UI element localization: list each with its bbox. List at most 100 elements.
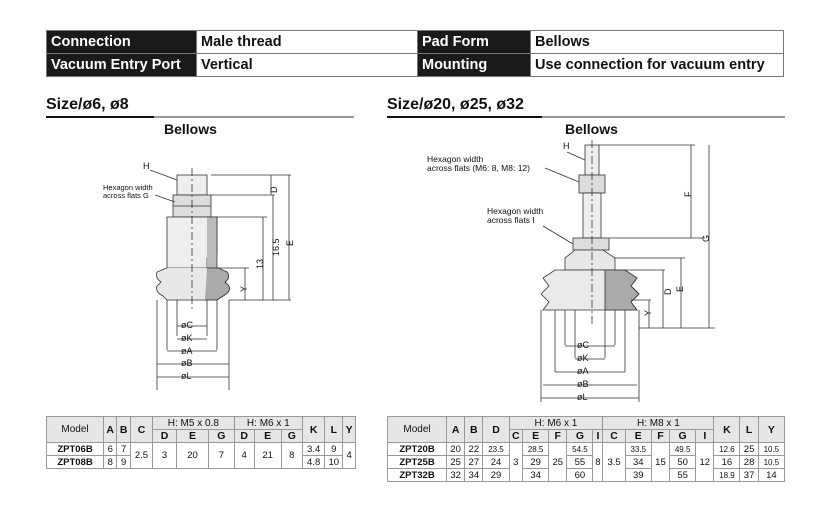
lt-cell: 4.8 (302, 455, 326, 469)
lt-sub: E (253, 429, 282, 443)
table-row: ZPT08B 8 9 4.8 10 (46, 455, 356, 469)
left-title-rule (46, 116, 354, 118)
rt-cell: 15 (650, 442, 671, 482)
lt-h-H2: H: M6 x 1 (233, 416, 304, 430)
lt-sub: G (208, 429, 235, 443)
rt-sub: F (650, 429, 671, 443)
left-callout-hex1: Hexagon width (103, 183, 153, 192)
rt-cell: 22 (464, 442, 484, 456)
left-callout-L: øL (181, 371, 192, 381)
right-callout-E: E (675, 286, 685, 292)
rt-sub: G (566, 429, 594, 443)
lt-model: ZPT08B (46, 455, 104, 469)
rt-cell: 8 (592, 442, 604, 482)
rt-cell: 27 (464, 455, 484, 469)
spec-table: Connection Male thread Pad Form Bellows … (46, 30, 784, 77)
connection-label: Connection (46, 30, 197, 54)
mounting-value: Use connection for vacuum entry (530, 53, 784, 77)
rt-cell: 12 (695, 442, 715, 482)
rt-sub: E (522, 429, 550, 443)
left-dimension-table: Model A B C H: M5 x 0.8 H: M6 x 1 K L Y … (46, 416, 356, 469)
rt-model: ZPT32B (387, 468, 447, 482)
rt-cell: 25 (739, 442, 759, 456)
left-callout-165: 16.5 (271, 238, 281, 256)
rt-sub: C (508, 429, 524, 443)
right-callout-hexB1: Hexagon width (487, 206, 544, 216)
lt-h-C: C (129, 416, 154, 443)
rt-cell: 20 (445, 442, 466, 456)
right-title-rule (387, 116, 785, 118)
port-value: Vertical (196, 53, 418, 77)
rt-cell: 34 (464, 468, 484, 482)
rt-sub: G (669, 429, 697, 443)
rt-cell: 54.5 (566, 442, 594, 456)
rt-cell: 28.5 (522, 442, 550, 456)
rt-cell: 50 (669, 455, 697, 469)
rt-cell: 29 (522, 455, 550, 469)
left-callout-C: øC (181, 320, 193, 330)
left-callout-D: D (269, 186, 279, 193)
left-size-title: Size/ø6, ø8 (46, 96, 129, 113)
lt-cell: 10 (324, 455, 344, 469)
rt-sub: E (624, 429, 652, 443)
rt-sub: I (695, 429, 715, 443)
padform-label: Pad Form (417, 30, 531, 54)
rt-cell: 39 (624, 468, 652, 482)
right-callout-D: D (663, 288, 673, 295)
rt-cell: 3.5 (602, 442, 626, 482)
left-bellows-title: Bellows (164, 121, 217, 137)
lt-sub: G (280, 429, 304, 443)
right-callout-A: øA (577, 366, 589, 376)
rt-cell: 3 (508, 442, 524, 482)
rt-sub: F (548, 429, 568, 443)
rt-h-A: A (445, 416, 466, 443)
rt-h-D: D (482, 416, 510, 443)
rt-cell: 29 (482, 468, 510, 482)
left-callout-B: øB (181, 358, 193, 368)
lt-cell: 3 (152, 442, 177, 469)
lt-cell: 2.5 (129, 442, 154, 469)
rt-h-H1: H: M6 x 1 (508, 416, 604, 430)
table-row: ZPT25B 25 27 24 29 55 34 50 16 28 10.5 (387, 455, 786, 469)
rt-h-B: B (464, 416, 484, 443)
lt-sub: E (175, 429, 210, 443)
right-callout-F: F (683, 191, 693, 197)
lt-cell: 4 (342, 442, 356, 469)
lt-cell: 7 (116, 442, 131, 456)
rt-cell: 10.5 (757, 455, 786, 469)
right-callout-L: øL (577, 392, 588, 402)
table-row: ZPT32B 32 34 29 34 60 39 55 18.9 37 14 (387, 468, 786, 482)
right-callout-B: øB (577, 379, 589, 389)
rt-cell: 16 (713, 455, 741, 469)
lt-h-L: L (324, 416, 344, 443)
right-bellows-title: Bellows (565, 121, 618, 137)
lt-cell: 9 (324, 442, 344, 456)
right-callout-C: øC (577, 340, 589, 350)
right-dimension-table: Model A B D H: M6 x 1 H: M8 x 1 K L Y C … (387, 416, 786, 482)
right-pad-drawing: H Hexagon width across flats (M6: 8, M8:… (427, 140, 715, 402)
lt-sub: D (152, 429, 177, 443)
rt-cell: 49.5 (669, 442, 697, 456)
rt-cell: 37 (739, 468, 759, 482)
lt-cell: 7 (208, 442, 235, 469)
left-callout-A: øA (181, 346, 193, 356)
lt-h-K: K (302, 416, 326, 443)
rt-cell: 25 (445, 455, 466, 469)
rt-cell: 10.5 (757, 442, 786, 456)
right-size-title: Size/ø20, ø25, ø32 (387, 96, 524, 113)
left-callout-E: E (285, 240, 295, 246)
left-callout-13: 13 (255, 259, 265, 269)
lt-h-model: Model (46, 416, 104, 443)
rt-h-L: L (739, 416, 759, 443)
table-row: ZPT06B 6 7 2.5 3 20 7 4 21 8 3.4 9 4 (46, 442, 356, 469)
rt-cell: 24 (482, 455, 510, 469)
rt-h-H2: H: M8 x 1 (602, 416, 715, 430)
rt-cell: 32 (445, 468, 466, 482)
rt-model: ZPT20B (387, 442, 447, 456)
right-callout-H: H (563, 141, 570, 151)
rt-h-Y: Y (757, 416, 786, 443)
right-callout-Y: Y (643, 310, 653, 316)
right-callout-hexB2: across flats I (487, 215, 535, 225)
lt-h-Y: Y (342, 416, 356, 443)
rt-cell: 28 (739, 455, 759, 469)
